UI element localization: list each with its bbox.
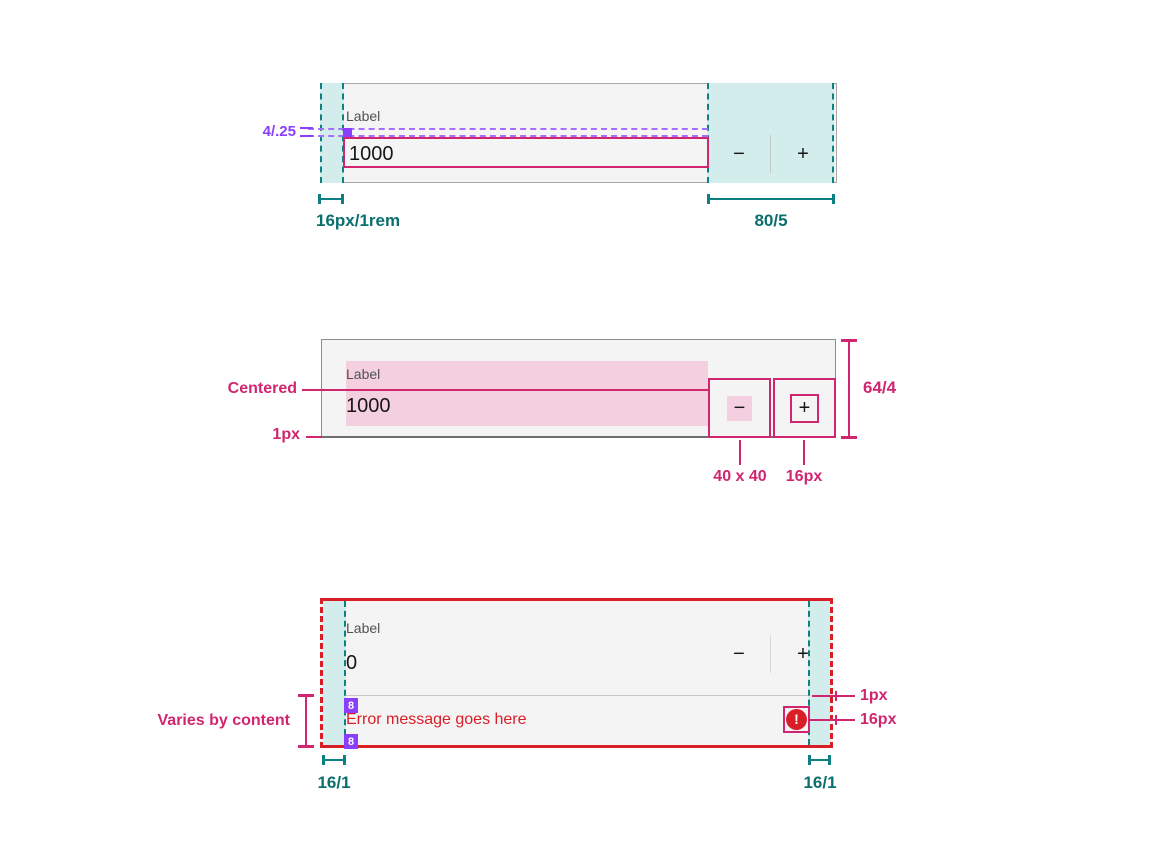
- spacing-badge-top: 8: [344, 698, 358, 713]
- error-area-divider: [346, 695, 808, 696]
- label-gap-annotation: 4/.25: [262, 123, 296, 140]
- controls-divider: [770, 635, 771, 673]
- input-label: Label: [346, 108, 381, 124]
- left-padding-annotation: 16px/1rem: [316, 211, 401, 230]
- decrement-button[interactable]: −: [708, 135, 770, 173]
- icon-size-leader-cap: [835, 715, 837, 725]
- border-leader-line: [812, 695, 855, 697]
- increment-button[interactable]: +: [772, 135, 834, 173]
- icon-size-leader-line: [810, 719, 855, 721]
- left-padding-overlay: [323, 601, 346, 745]
- plus-icon: +: [797, 142, 809, 165]
- spacing-badge-bottom: 8: [344, 734, 358, 749]
- decrement-button[interactable]: −: [708, 635, 770, 673]
- increment-button[interactable]: +: [773, 378, 836, 438]
- height-annotation: 64/4: [863, 378, 897, 397]
- controls-width-measure: [707, 194, 835, 204]
- input-label: Label: [346, 620, 381, 636]
- border-annotation: 1px: [272, 426, 300, 443]
- right-padding-overlay: [808, 601, 830, 745]
- label-gap-marker-square: [343, 128, 352, 137]
- warning-icon: !: [786, 709, 807, 730]
- label-gap-dashed-line-top: [308, 128, 708, 130]
- increment-button[interactable]: +: [772, 635, 834, 673]
- error-message: Error message goes here: [346, 711, 527, 728]
- right-padding-measure: [808, 755, 831, 765]
- left-padding-measure: [318, 194, 344, 204]
- left-padding-annotation: 16/1: [317, 773, 351, 792]
- value-text[interactable]: 1000: [346, 395, 391, 417]
- centered-leader-line: [302, 389, 708, 391]
- value-text: 1000: [349, 143, 394, 165]
- input-label: Label: [346, 366, 381, 382]
- error-icon-highlight: !: [783, 706, 810, 733]
- button-size-annotation: 40 x 40: [713, 468, 767, 485]
- plus-icon: +: [797, 642, 809, 665]
- left-padding-overlay: [320, 83, 344, 183]
- label-highlight: [346, 361, 708, 390]
- value-highlight: [346, 390, 708, 426]
- border-leader-line: [306, 436, 322, 438]
- label-gap-dashed-line-bottom: [308, 135, 708, 137]
- border-annotation: 1px: [860, 687, 888, 704]
- value-text[interactable]: 0: [346, 652, 358, 674]
- minus-icon: −: [727, 395, 752, 421]
- centered-annotation: Centered: [227, 380, 297, 397]
- icon-size-annotation: 16px: [785, 468, 823, 485]
- number-input-error: [320, 598, 833, 748]
- plus-icon: +: [790, 393, 819, 423]
- minus-icon: −: [733, 142, 745, 165]
- minus-icon: −: [733, 642, 745, 665]
- label-gap-measure: [300, 127, 313, 137]
- varies-measure: [298, 694, 314, 748]
- border-leader-cap: [835, 691, 837, 701]
- button-size-leader: [739, 440, 741, 465]
- icon-size-annotation: 16px: [860, 711, 897, 728]
- right-padding-annotation: 16/1: [803, 773, 837, 792]
- controls-divider: [770, 135, 771, 173]
- varies-annotation: Varies by content: [157, 712, 291, 729]
- left-padding-measure: [322, 755, 346, 765]
- height-measure: [841, 339, 857, 439]
- value-input-field[interactable]: 1000: [343, 137, 709, 168]
- icon-size-leader: [803, 440, 805, 465]
- controls-width-annotation: 80/5: [754, 211, 788, 230]
- decrement-button[interactable]: −: [708, 378, 771, 438]
